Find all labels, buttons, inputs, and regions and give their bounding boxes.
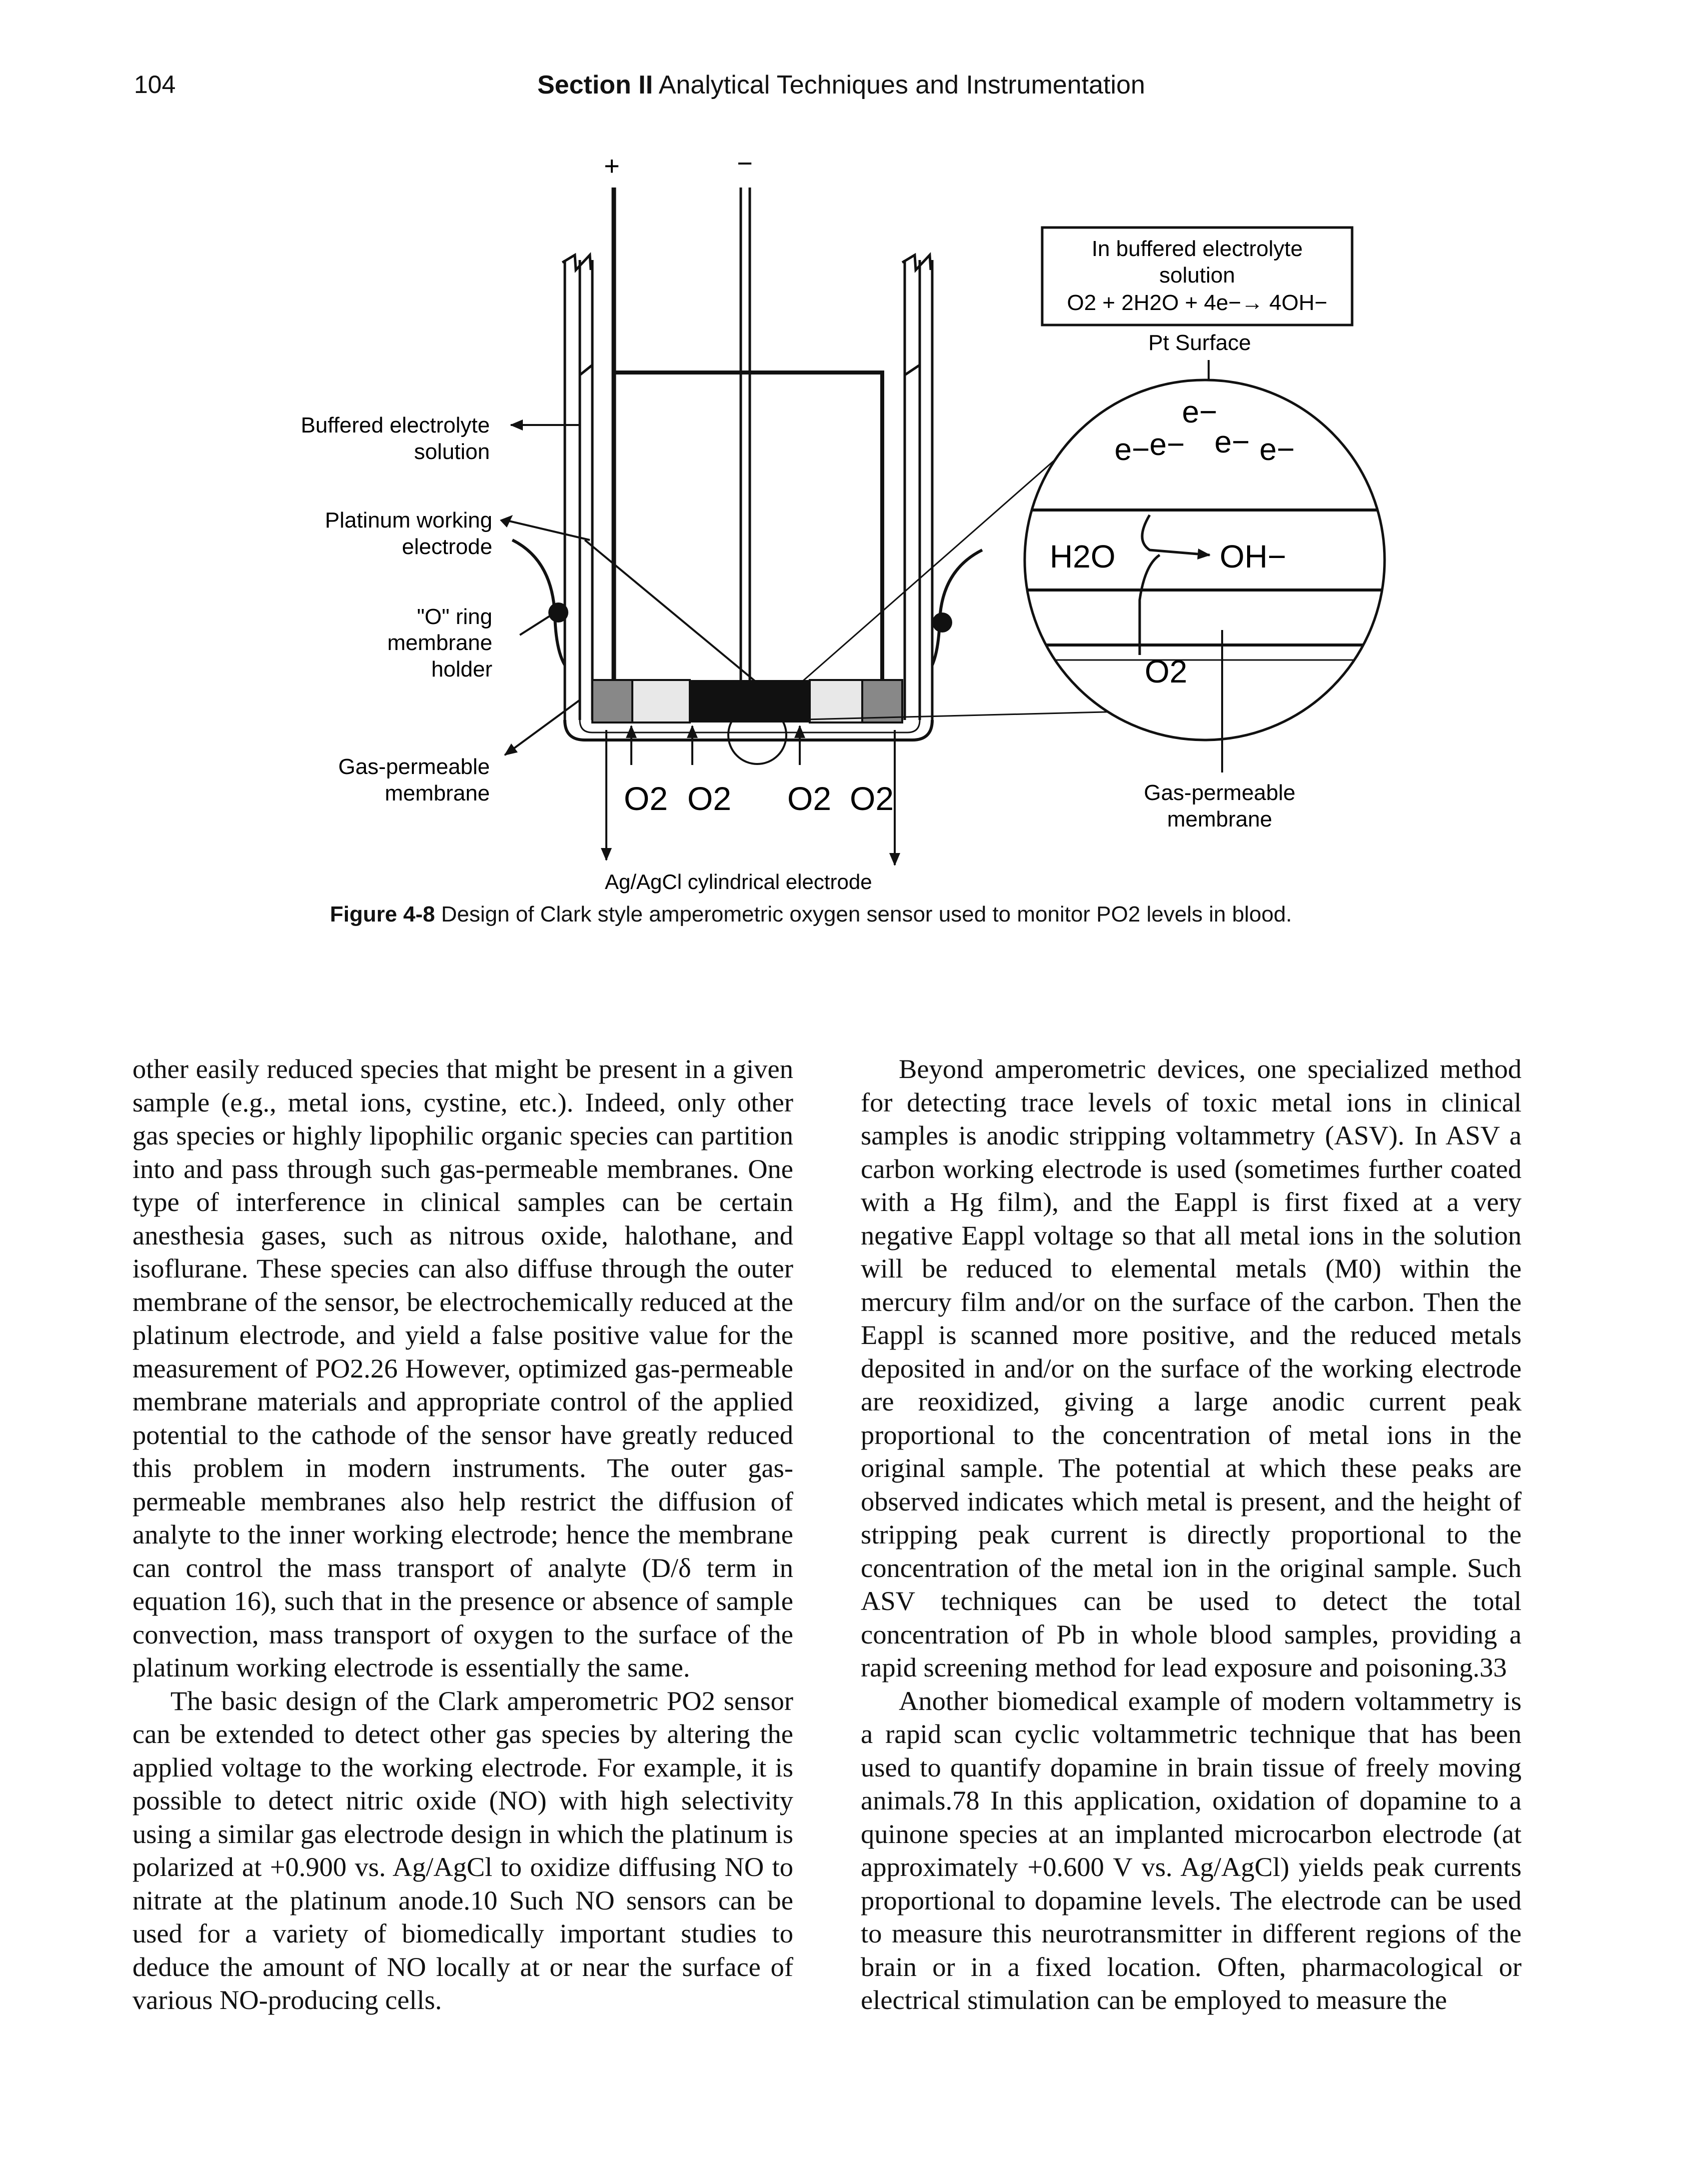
vessel-bottom [563,720,934,742]
inset-electron-3: e− [1182,395,1218,430]
inset-electron-5: e− [1260,432,1295,467]
minus-terminal: − [737,148,753,178]
label-gasperm-right-1: Gas-permeable [1144,780,1295,805]
o2-up-curve [1138,554,1161,655]
label-gasperm-left-2: membrane [385,781,490,806]
label-gasperm-right-2: membrane [1167,807,1272,832]
section-label: Section II [537,70,653,100]
inset-oh: OH− [1220,538,1286,574]
vessel-left-wall [561,252,594,720]
magnified-region-marker [727,705,787,765]
right-column: Beyond amperometric devices, one special… [861,1052,1522,2017]
inset-electron-1: e− [1115,432,1150,467]
o2-label-4: O2 [850,780,894,817]
label-pointers [504,420,761,756]
page-number: 104 [134,70,176,98]
inset-electron-2: e− [1150,428,1185,462]
right-paragraph-1: Beyond amperometric devices, one special… [861,1054,1522,1682]
reaction-curve-arrow [1141,514,1211,560]
label-oring-3: holder [431,657,492,682]
plus-terminal: + [604,151,620,181]
agagcl-bracket [601,730,900,866]
label-pt-surface: Pt Surface [1148,330,1251,355]
label-buffered-electrolyte-2: solution [414,440,490,464]
o2-diffusion-arrows [626,725,805,765]
platinum-electrode-tip [690,680,810,722]
left-paragraph-1: other easily reduced species that might … [132,1054,793,1682]
membrane-block-right [861,679,903,724]
label-oring-2: membrane [387,630,492,655]
section-title: Analytical Techniques and Instrumentatio… [658,70,1145,100]
left-paragraph-2: The basic design of the Clark amperometr… [132,1685,793,2016]
reaction-line-2: solution [1159,263,1235,288]
reaction-line-1: In buffered electrolyte [1092,236,1303,261]
reaction-box [1041,226,1354,326]
label-gasperm-left-1: Gas-permeable [338,754,490,779]
o2-label-2: O2 [687,780,731,817]
reaction-line-3: O2 + 2H2O + 4e−→ 4OH− [1067,290,1328,315]
o-ring-right [931,548,983,666]
clark-sensor-figure: + − O2 O2 O2 O2 [301,148,1386,894]
label-platinum-1: Platinum working [325,508,492,532]
running-header: Section II Analytical Techniques and Ins… [537,70,1145,100]
membrane-block-left [591,679,633,724]
agagcl-label: Ag/AgCl cylindrical electrode [605,870,872,894]
label-platinum-2: electrode [402,534,492,559]
o2-label-1: O2 [624,780,668,817]
inset-electron-4: e− [1215,425,1250,460]
vessel-right-wall [901,252,934,720]
figure-label: Figure 4-8 [330,902,435,926]
label-buffered-electrolyte-1: Buffered electrolyte [301,413,490,438]
left-column: other easily reduced species that might … [132,1052,793,2017]
figure-caption-text: Design of Clark style amperometric oxyge… [441,902,1292,926]
inset-h2o: H2O [1050,538,1116,574]
o2-label-3: O2 [787,780,831,817]
right-paragraph-2: Another biomedical example of modern vol… [861,1685,1522,2016]
inner-electrode-body [614,370,884,680]
magnified-inset: e− e− e− e− e− H2O OH− O2 [1023,378,1386,742]
figure-caption: Figure 4-8 Design of Clark style amperom… [330,900,1335,929]
o-ring-left [511,538,566,666]
label-oring-1: "O" ring [417,604,492,629]
inset-o2: O2 [1145,654,1187,690]
